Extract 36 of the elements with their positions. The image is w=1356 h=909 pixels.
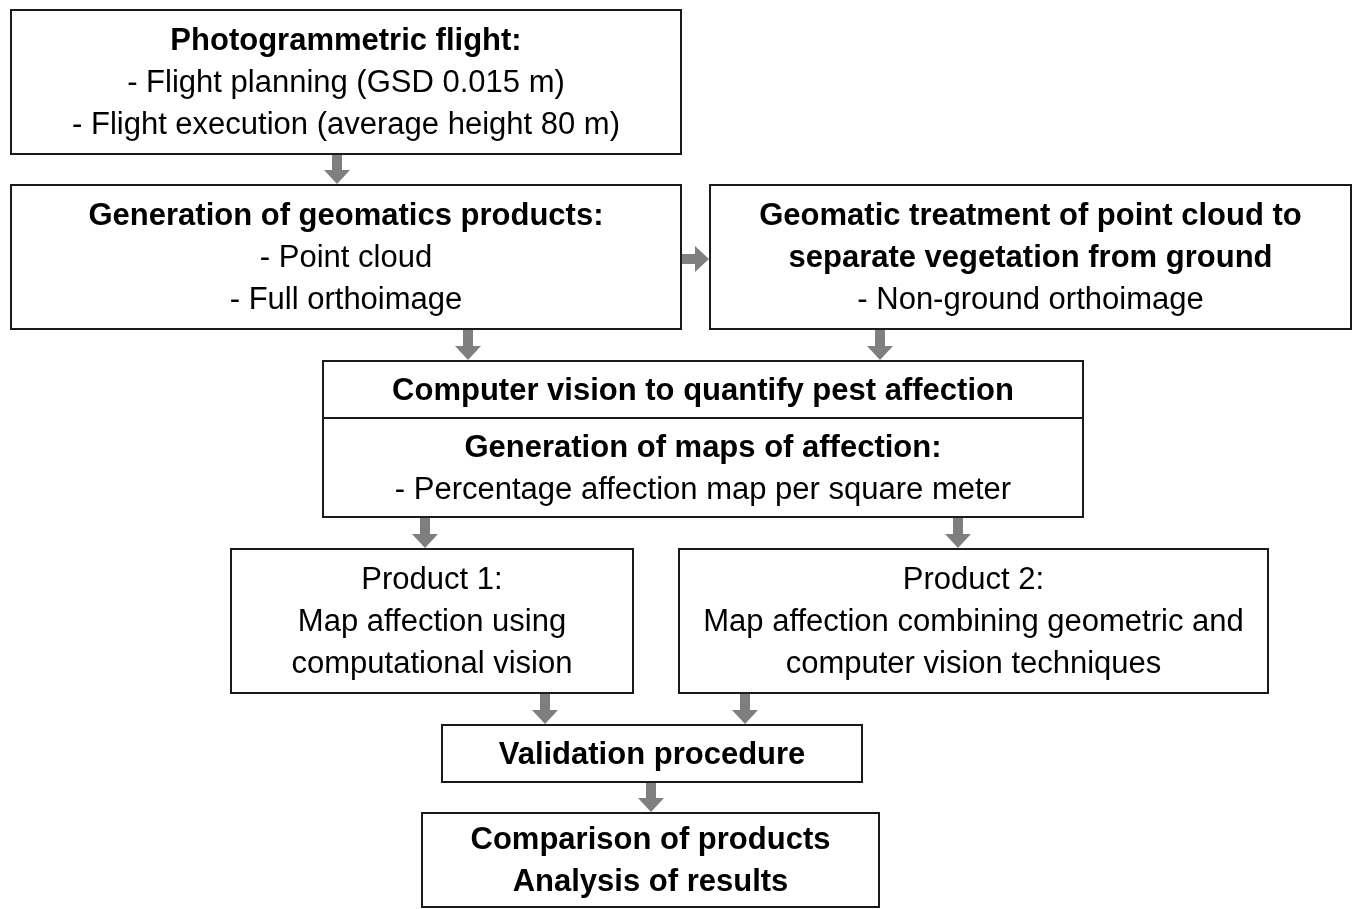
arrow: [867, 330, 893, 360]
box-heading: Comparison of products: [470, 820, 831, 858]
box-text: - Point cloud: [259, 238, 433, 276]
box-text: Map affection using computational vision: [290, 602, 574, 682]
box-text: - Flight planning (GSD 0.015 m): [127, 63, 565, 101]
process-box: [230, 548, 634, 694]
process-box: [10, 9, 682, 155]
box-text: Map affection combining geometric and computer vision techniques: [702, 602, 1245, 682]
box-text: - Flight execution (average height 80 m): [72, 105, 620, 143]
arrow: [945, 518, 971, 548]
arrow: [682, 246, 709, 272]
process-box: [441, 724, 863, 783]
process-box: [10, 184, 682, 330]
box-text: - Percentage affection map per square meter: [394, 469, 1012, 508]
arrow: [532, 694, 558, 724]
process-box: [678, 548, 1269, 694]
arrow: [412, 518, 438, 548]
box-text: - Non-ground orthoimage: [857, 280, 1204, 318]
process-box: [322, 417, 1084, 518]
box-text: - Full orthoimage: [229, 280, 463, 318]
box-heading: Validation procedure: [498, 734, 806, 773]
box-heading: Generation of maps of affection:: [464, 427, 942, 466]
process-box: [421, 812, 880, 908]
arrow: [732, 694, 758, 724]
arrow: [638, 783, 664, 812]
arrow: [455, 330, 481, 360]
box-text: Analysis of results: [512, 862, 789, 900]
process-box: [322, 360, 1084, 419]
box-heading: Photogrammetric flight:: [170, 21, 522, 59]
box-heading: Product 2:: [902, 560, 1045, 598]
box-heading: Computer vision to quantify pest affection: [392, 370, 1014, 409]
process-box: [709, 184, 1352, 330]
box-heading: Geomatic treatment of point cloud to separate vegetation from ground: [758, 196, 1303, 276]
box-heading: Generation of geomatics products:: [88, 196, 604, 234]
box-heading: Product 1:: [361, 560, 503, 598]
arrow: [324, 155, 350, 184]
